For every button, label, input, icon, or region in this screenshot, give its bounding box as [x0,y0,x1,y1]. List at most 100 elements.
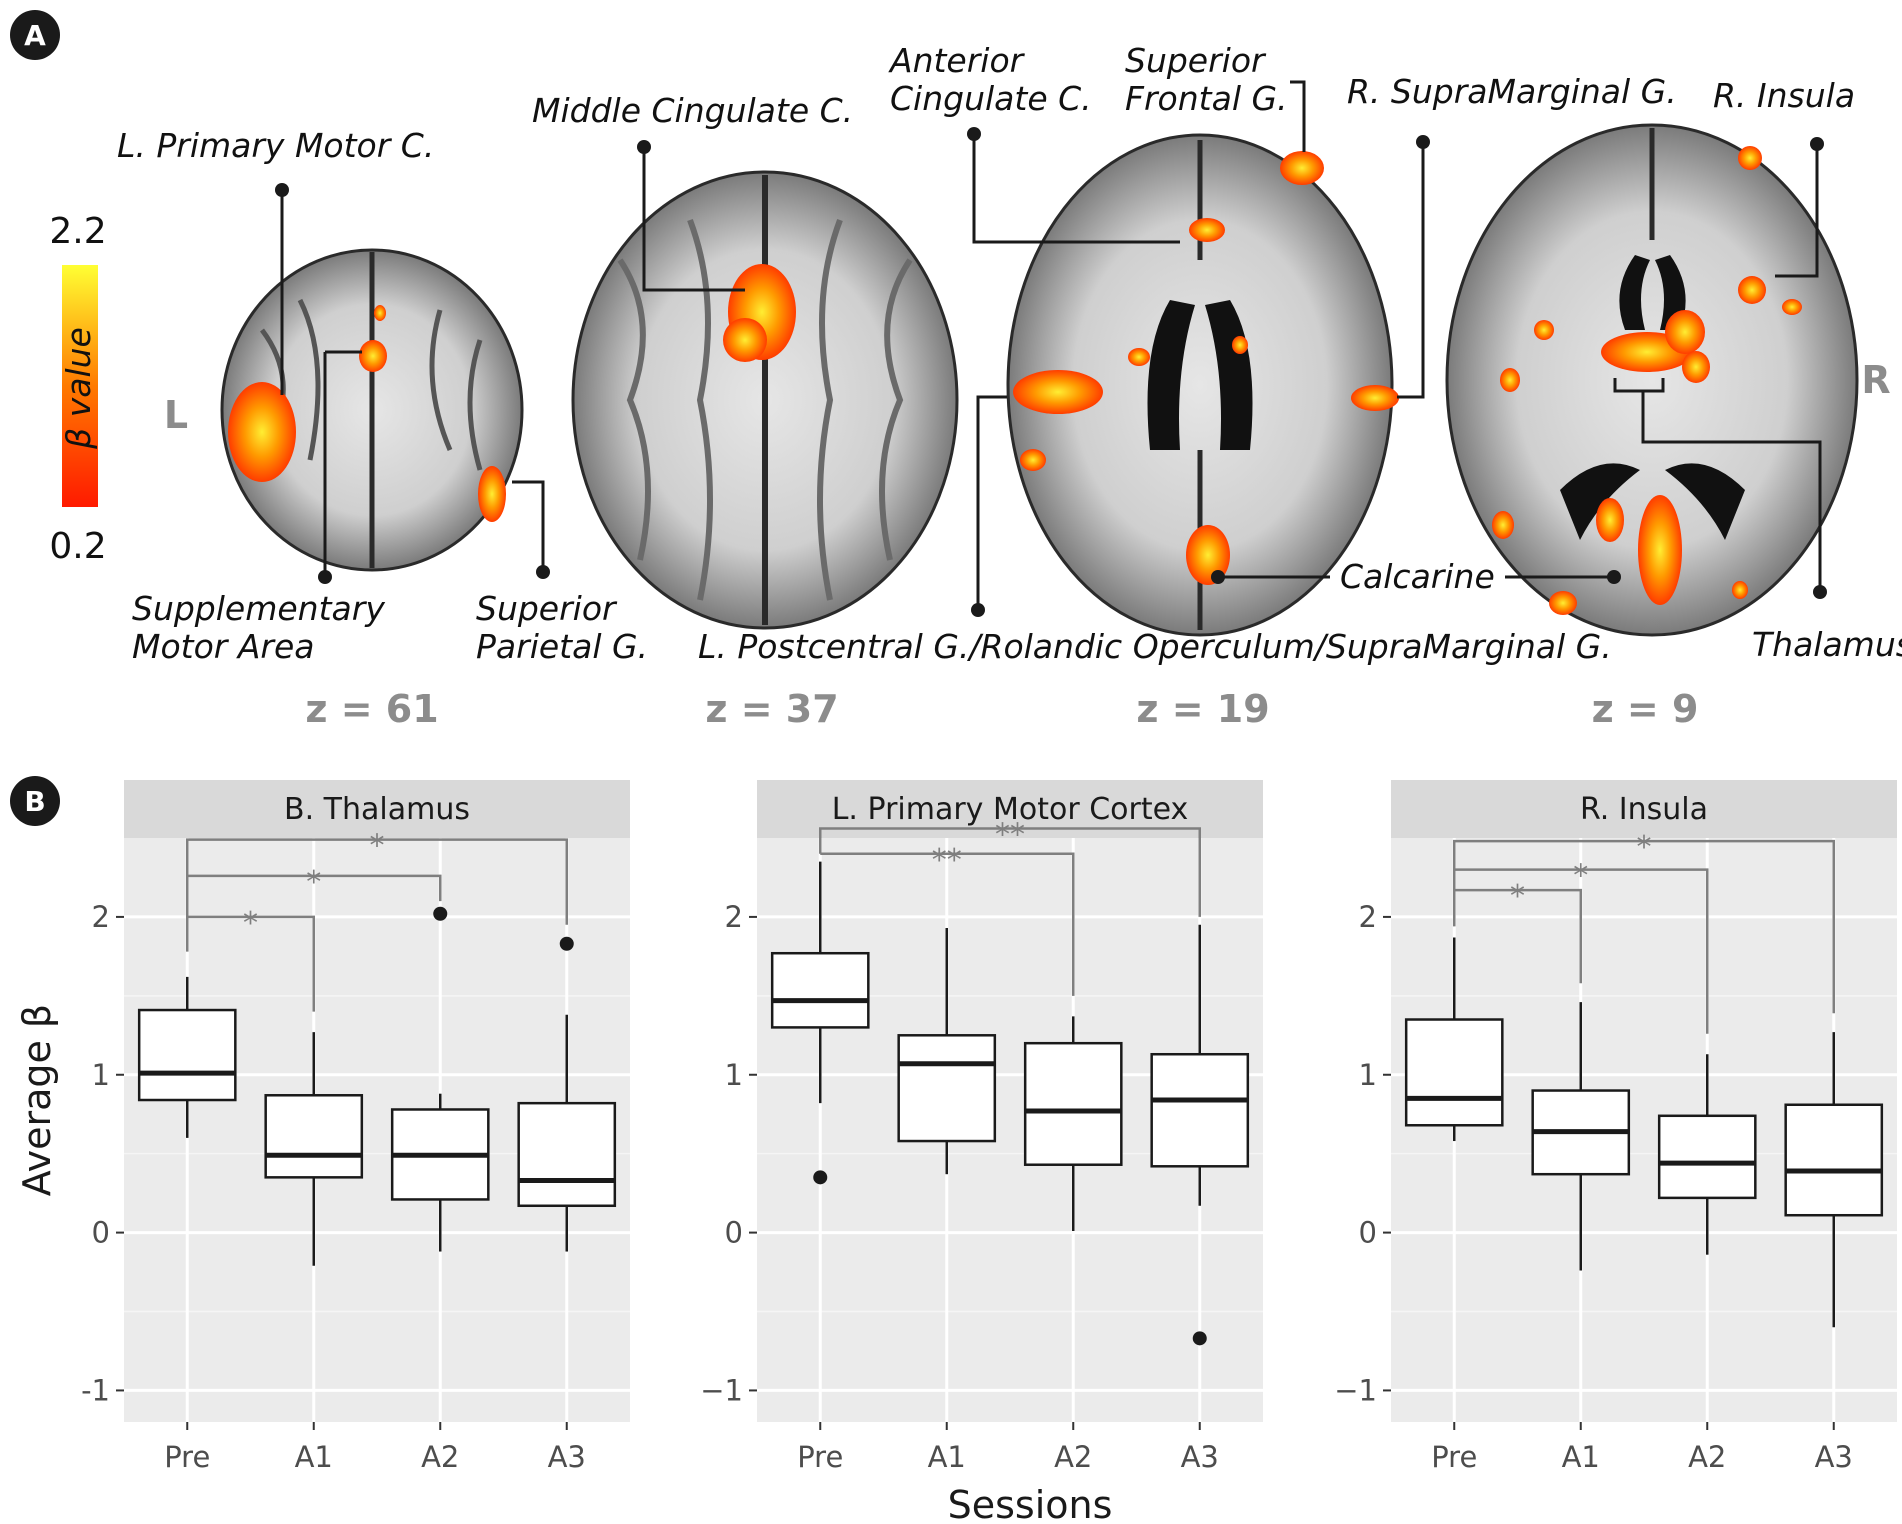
leader-line [512,480,545,572]
significance-bracket: * [1453,859,1709,1034]
box-iqr [1023,1041,1123,1166]
facet-strip [1391,780,1897,838]
leader-dot [637,140,651,154]
leader-dot [967,127,981,141]
box-A1 [264,1032,364,1266]
label-r-insula: R. Insula [1713,76,1855,115]
brain-slice-z37-sulci [617,218,913,601]
box-A3 [1150,924,1250,1346]
label-thalamus: Thalamus [1752,625,1902,664]
leader-line [642,147,745,292]
box-Pre [1404,937,1504,1142]
significance-bracket: ** [819,818,1201,917]
box-iqr [897,1034,997,1143]
x-tick-label: A3 [1181,1440,1219,1474]
bracket-line [186,874,442,917]
leader-dots [275,127,1827,617]
y-tick-label: 1 [725,1058,743,1092]
panel-b-badge [10,776,60,826]
leader-dot [536,565,550,579]
activation-blob [1682,351,1710,383]
box-A3 [1784,1032,1884,1328]
facet-title: R. Insula [1580,792,1708,827]
significance-label: * [1637,830,1652,865]
significance-bracket: * [186,865,442,917]
y-axis-label: Average β [15,1004,59,1196]
leader-line [1775,144,1819,278]
box-A3 [517,936,617,1252]
bracket-line [1453,839,1835,1014]
x-tick-label: A2 [1688,1440,1726,1474]
box-iqr [1150,1052,1250,1168]
box-iqr [137,1008,237,1102]
activation-blob [1534,320,1554,340]
activation-blob [1549,591,1577,615]
facet-title: B. Thalamus [284,792,470,827]
y-tick-label: 1 [1359,1058,1377,1092]
activation-blob [1732,581,1748,599]
x-tick-label: A2 [1054,1440,1092,1474]
label-sup-parietal-line2: Parietal G. [476,627,648,666]
slice-z-label: z = 61 [305,687,438,731]
box-Pre [770,861,870,1185]
leader-line [1290,80,1306,152]
brain-slice-z9-outline [1445,123,1859,637]
activation-blob [723,318,767,362]
leader-dot [1211,570,1225,584]
brain-slice-z9-ventricles [1560,255,1745,540]
leader-dot [318,570,332,584]
leader-dot [1607,570,1621,584]
y-tick-label: 2 [1359,900,1377,934]
activation-blob [1232,336,1248,354]
y-tick-label: 2 [725,900,743,934]
significance-label: * [243,906,258,941]
label-sma-line2: Motor Area [132,627,315,666]
activation-blob [1186,525,1230,585]
y-tick-label: 0 [1359,1216,1377,1250]
x-tick-label: A2 [421,1440,459,1474]
x-tick-label: A3 [548,1440,586,1474]
label-anterior-cingulate-line1: Anterior [888,41,1026,80]
y-tick-label: 0 [725,1216,743,1250]
significance-bracket: * [186,829,568,925]
significance-label: * [1510,879,1525,914]
box-iqr [1784,1103,1884,1217]
x-tick-label: Pre [1431,1440,1477,1474]
activation-blob [1738,146,1762,170]
label-superior-frontal-line2: Frontal G. [1125,79,1288,118]
box-A2 [390,906,490,1252]
y-tick-label: −1 [1334,1373,1377,1407]
panel-b: B Average β Sessions B. Thalamus-1012Pre… [10,776,1897,1524]
box-iqr [1404,1018,1504,1127]
y-tick-label: 1 [92,1058,110,1092]
x-tick-label: A1 [1562,1440,1600,1474]
outlier-point [813,1170,828,1185]
leader-line [1641,391,1822,592]
activation-blob [228,382,296,482]
activation-blob [1738,276,1766,304]
leader-dot [1810,137,1824,151]
slice-z-label: z = 19 [1136,687,1269,731]
leader-dot [275,183,289,197]
panel-a-badge-label: A [24,19,46,52]
x-tick-label: A3 [1815,1440,1853,1474]
y-tick-label: 0 [92,1216,110,1250]
brain-slice-z9 [1445,123,1859,637]
outlier-point [559,936,574,951]
x-tick-label: Pre [797,1440,843,1474]
panel-a-badge [10,10,60,60]
leader-line [976,395,1007,610]
significance-label: * [370,829,385,864]
label-anterior-cingulate-line2: Cingulate C. [890,79,1092,118]
activation-blob [1665,310,1705,354]
panel-a: A 2.2 β value 0.2 L R [10,10,1902,731]
brain-slice-z19 [1006,133,1399,637]
bracket-line [819,827,1201,917]
bracket-line [186,838,568,925]
box-A1 [1531,1002,1631,1271]
x-axis-label: Sessions [948,1483,1113,1524]
